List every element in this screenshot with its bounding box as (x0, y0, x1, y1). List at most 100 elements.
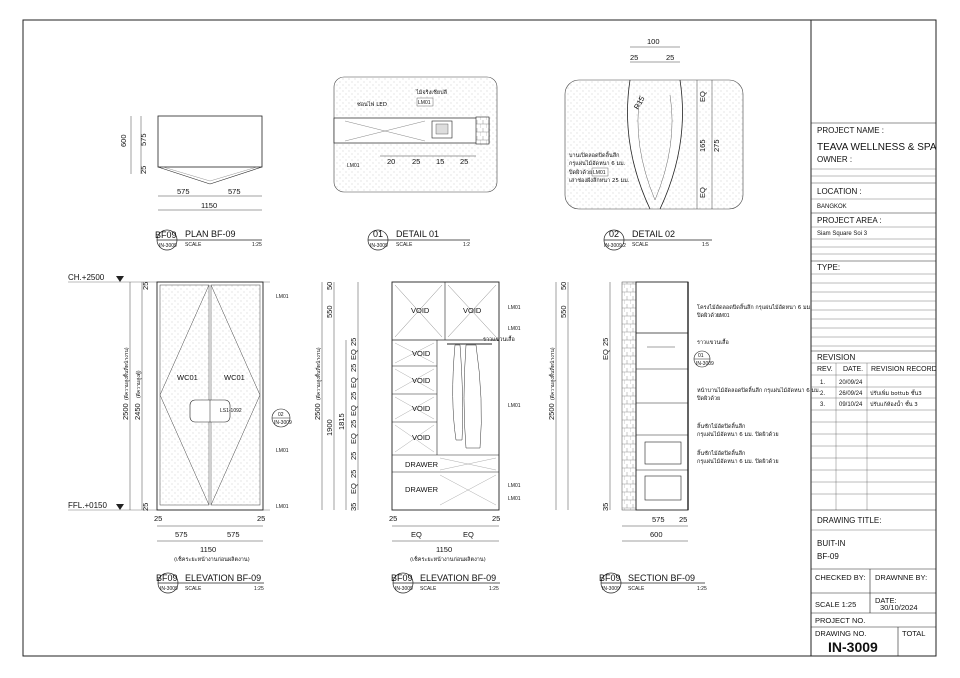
elev2-eq-1: EQ (349, 349, 358, 360)
plan-dim-600: 600 (119, 134, 128, 147)
elev1-dim-25b: 25 (141, 503, 150, 511)
elev1-w25b: 25 (257, 514, 265, 523)
section-note-1b: ปิดผิวด้วย (696, 312, 720, 319)
elev2-scale-label: SCALE (420, 586, 437, 592)
plan-dim-1150: 1150 (201, 201, 217, 210)
project-area: Siam Square Soi 3 (817, 231, 868, 237)
section-note-1: โครงไม้อัดลอดปิดลิ้นลึก กรุแผ่นไม้อัดหนา… (697, 303, 812, 311)
sheet-border (22, 19, 937, 657)
elev1-scale: 1:25 (254, 586, 264, 592)
section-note-4: ลิ้นชักไม้อัดปิดลิ้นลึก (696, 449, 745, 457)
elevation-2-view: VOID VOID VOID VOID VOID VOID DRAWER DRA… (313, 281, 521, 563)
plan-dim-575: 575 (139, 133, 148, 146)
elev1-tag: BF09 (156, 573, 178, 583)
plan-title: PLAN BF-09 (185, 229, 236, 239)
elev2-dim-25-5: 25 (349, 452, 358, 460)
total-label: TOTAL (902, 629, 925, 638)
elev2-w25a: 25 (389, 514, 397, 523)
section-tag: BF09 (599, 573, 621, 583)
elev2-eq-5: EQ (349, 483, 358, 494)
detail02-note4: เสาช่องฝังลึกหนา 25 มม. (569, 177, 630, 184)
detail01-scale-label: SCALE (396, 242, 413, 248)
plan-ref: IN-3009 (159, 243, 177, 249)
elev1-dim-2500-note: (ดีความสูงพื้นที่หน้างาน) (121, 347, 130, 400)
elev1-handle-tag: 02 (278, 412, 284, 418)
elev1-wc01a: WC01 (177, 373, 198, 382)
section-ref: IN-3009 (602, 586, 620, 592)
location: BANGKOK (817, 204, 847, 210)
elev2-lm01-4: LM01 (508, 483, 521, 489)
type-label: TYPE: (817, 263, 840, 272)
plan-dim-575a: 575 (177, 187, 190, 196)
scale-label: SCALE 1:25 (815, 600, 856, 609)
rev-2-date: 26/09/24 (839, 391, 863, 397)
elev1-lm01-3: LM01 (276, 504, 289, 510)
plan-scale-label: SCALE (185, 242, 202, 248)
drawing-number: IN-3009 (828, 639, 878, 655)
detail02-note3: ปิดผิวด้วย (568, 169, 592, 176)
level-ffl: FFL.+0150 (68, 501, 107, 510)
detail02-scale-label: SCALE (632, 242, 649, 248)
plan-view: 600 575 25 575 575 1150 (119, 115, 263, 211)
elev2-void-1: VOID (411, 306, 430, 315)
detail01-title: DETAIL 01 (396, 229, 439, 239)
elev2-ref: IN-3009 (395, 586, 413, 592)
date-value: 30/10/2024 (880, 603, 918, 612)
elev2-dim-35: 35 (349, 503, 358, 511)
section-w25: 25 (679, 515, 687, 524)
detail01-led-note: ซ่อนไฟ LED (357, 101, 387, 108)
project-name-label: PROJECT NAME : (817, 126, 884, 135)
elev1-scale-label: SCALE (185, 586, 202, 592)
elev1-w1150: 1150 (200, 545, 216, 554)
section-view: โครงไม้อัดลอดปิดลิ้นลึก กรุแผ่นไม้อัดหนา… (547, 281, 821, 542)
elev1-w575a: 575 (175, 530, 188, 539)
view-titles: BF09 IN-3009 PLAN BF-09 SCALE 1:25 01 IN… (155, 229, 712, 594)
plan-tag: BF09 (155, 230, 177, 240)
elev2-weq2: EQ (463, 530, 474, 539)
detail01-lm01b: LM01 (347, 163, 360, 169)
drawing-title-2: BF-09 (817, 552, 839, 561)
detail01-wood-note: ไม้จริงเชียปลี (415, 89, 447, 96)
elev2-dim-1900: 1900 (325, 419, 334, 436)
elev2-lm01-2: LM01 (508, 326, 521, 332)
elev1-lm01-2: LM01 (276, 448, 289, 454)
owner-label: OWNER : (817, 155, 852, 164)
section-note-3: ลิ้นชักไม้อัดปิดลิ้นลึก (696, 422, 745, 430)
detail02-d100: 100 (647, 37, 660, 46)
elev1-handle-note: LS1-1092 (220, 408, 242, 414)
rev-header: REV. (817, 366, 833, 373)
elev2-void-6: VOID (412, 433, 431, 442)
section-note-2b: ปิดผิวด้วย (696, 395, 720, 402)
plan-cabinet-outline (157, 115, 263, 168)
detail-02-view: 100 25 25 R15 EQ 165 EQ 275 บานเปิดลอดปิ… (564, 37, 744, 210)
rev-3: 3. (820, 402, 825, 408)
revision-label: REVISION (817, 353, 855, 362)
elev2-void-2: VOID (463, 306, 482, 315)
section-dim-2500-note: (ดีความสูงพื้นที่หน้างาน) (547, 347, 556, 400)
elev1-dim-25t: 25 (141, 282, 150, 290)
elev2-void-3: VOID (412, 349, 431, 358)
elev2-dim-1815: 1815 (337, 413, 346, 430)
elev2-w25b: 25 (492, 514, 500, 523)
rev-3-record: ปรับแก้ห้องน้ำ ชั้น 3 (870, 400, 918, 408)
section-rail-note: ราวแขวนเสื้อ (697, 338, 729, 346)
elev2-void-5: VOID (412, 404, 431, 413)
elev2-rail-note: ราวแขวนเสื้อ (483, 335, 515, 343)
elev1-w25a: 25 (154, 514, 162, 523)
elev1-wc01b: WC01 (224, 373, 245, 382)
detail02-d165: 165 (698, 139, 707, 152)
detail01-scale: 1:2 (463, 242, 470, 248)
drawing-title-label: DRAWING TITLE: (817, 516, 881, 525)
detail02-eq1: EQ (698, 91, 707, 102)
detail02-tag: 02 (609, 229, 619, 239)
elev2-title: ELEVATION BF-09 (420, 573, 496, 583)
detail02-lm01: LM01 (593, 170, 606, 176)
elev2-dim-2500: 2500 (313, 403, 322, 420)
detail02-d25a: 25 (630, 53, 638, 62)
detail02-note1: บานเปิดลอดปิดลิ้นลึก (569, 151, 619, 159)
detail01-ref: IN-3009 (370, 243, 388, 249)
detail01-tag: 01 (373, 229, 383, 239)
elev2-dim-2500-note: (ดีความสูงพื้นที่หน้างาน) (313, 347, 322, 400)
section-detail-ref: IN-3009 (696, 361, 714, 367)
